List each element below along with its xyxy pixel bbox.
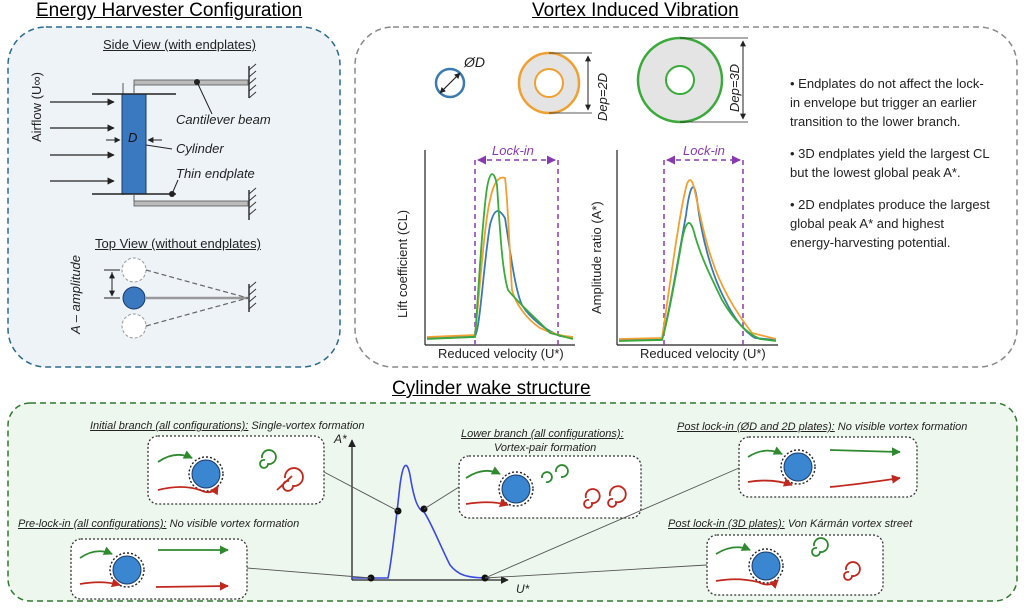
lockin-label-right: Lock-in: [683, 143, 725, 158]
lift-x-label: Reduced velocity (U*): [438, 346, 564, 361]
cylinder-body: [121, 93, 147, 195]
amplitude-curve-3d: [618, 222, 777, 342]
amplitude-curve-2d: [618, 179, 777, 340]
wake-amplitude-curve: [352, 464, 491, 579]
energy-panel: [7, 26, 341, 368]
caption-lower-head: Lower branch (all configurations):: [461, 428, 624, 440]
wake-amplitude-chart: [246, 439, 740, 584]
caption-initial-branch: Initial branch (all configurations): Sin…: [90, 420, 365, 432]
caption-pre-head: Pre-lock-in (all configurations):: [18, 518, 167, 530]
caption-post-3d-tail: Von Kármán vortex street: [784, 518, 913, 530]
finding-1: • Endplates do not affect the lock-in en…: [790, 76, 984, 129]
side-view-label: Side View (with endplates): [103, 37, 256, 52]
lockin-label-left: Lock-in: [492, 143, 534, 158]
lift-y-label: Lift coefficient (CL): [395, 209, 410, 318]
amplitude-x-label: Reduced velocity (U*): [640, 346, 766, 361]
od-label: ØD: [464, 54, 485, 70]
amplitude-y-label: Amplitude ratio (A*): [589, 201, 604, 314]
diameter-label: D: [128, 130, 138, 145]
side-view-diagram: [50, 63, 257, 220]
wake-flow-lines: [79, 446, 901, 591]
caption-post-3d-head: Post lock-in (3D plates):: [668, 518, 785, 530]
caption-initial-tail: Single-vortex formation: [248, 420, 365, 432]
finding-3: • 2D endplates produce the largest globa…: [790, 197, 990, 250]
endplate-label: Thin endplate: [176, 166, 255, 181]
caption-pre-tail: No visible vortex formation: [166, 518, 300, 530]
caption-post-od: Post lock-in (ØD and 2D plates): No visi…: [677, 421, 967, 433]
lift-curve-3d: [426, 173, 574, 340]
caption-post-od-head: Post lock-in (ØD and 2D plates):: [677, 421, 835, 433]
wake-x-axis-label: U*: [516, 582, 530, 596]
wake-title: Cylinder wake structure: [392, 378, 591, 399]
caption-initial-head: Initial branch (all configurations):: [90, 420, 249, 432]
caption-lower-tail: Vortex-pair formation: [494, 442, 597, 454]
dep3-label: Dep=3D: [727, 63, 742, 112]
energy-harvester-title: Energy Harvester Configuration: [36, 0, 303, 21]
amplitude-label: A – amplitude: [68, 254, 83, 334]
viv-panel: [354, 26, 1018, 368]
caption-post-3d: Post lock-in (3D plates): Von Kármán vor…: [668, 518, 912, 530]
caption-lower-branch: Lower branch (all configurations):: [461, 428, 624, 440]
inset-cylinders: [109, 449, 816, 588]
cylinder-label: Cylinder: [176, 141, 224, 156]
endplate-icons: [434, 36, 748, 124]
cantilever-beam-bottom: [133, 200, 249, 207]
finding-2: • 3D endplates yield the largest CL but …: [790, 146, 990, 180]
caption-post-od-tail: No visible vortex formation: [834, 421, 968, 433]
airflow-label: Airflow (U∞): [29, 72, 44, 142]
cantilever-beam-top: [133, 79, 249, 86]
dep2-label: Dep=2D: [595, 72, 610, 121]
cantilever-label: Cantilever beam: [176, 112, 271, 127]
lift-curve-2d: [426, 176, 574, 338]
viv-findings: • Endplates do not affect the lock-in en…: [790, 74, 990, 265]
viv-title: Vortex Induced Vibration: [532, 0, 739, 21]
caption-pre-lockin: Pre-lock-in (all configurations): No vis…: [18, 518, 299, 530]
top-view-label: Top View (without endplates): [95, 236, 261, 251]
amplitude-ratio-plot: [616, 150, 778, 346]
wake-y-axis-label: A*: [334, 432, 347, 446]
top-view-cylinder: [122, 286, 146, 310]
lift-curve-od: [426, 210, 574, 339]
top-view-diagram: [104, 257, 257, 339]
lift-coefficient-plot: [424, 150, 575, 346]
